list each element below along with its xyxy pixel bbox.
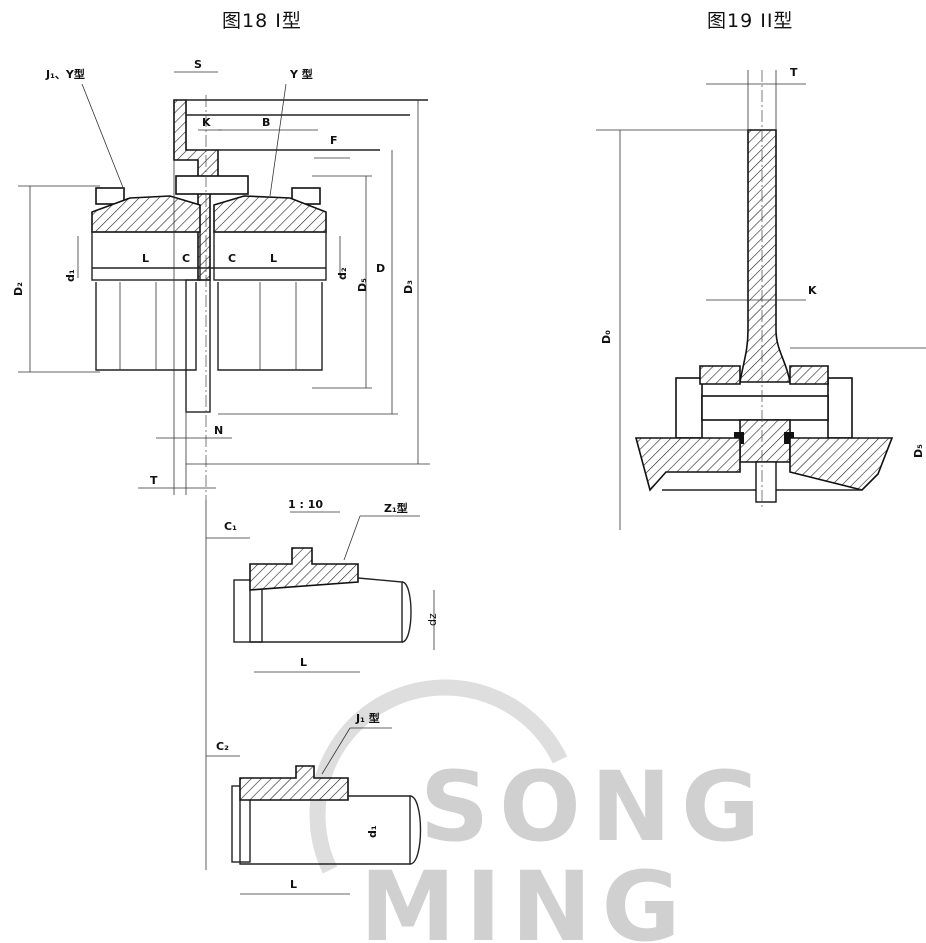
label-dz: d₂ <box>336 267 349 280</box>
label-t: T <box>150 474 158 487</box>
label-ds-fig19: D₅ <box>912 444 925 458</box>
label-c1: C₁ <box>224 520 237 533</box>
label-c-right: C <box>228 252 236 265</box>
figure-18-drawing: J₁、Y型 S Y 型 K B F D₂ d₁ L C C L d₂ D₅ D … <box>12 58 439 895</box>
watermark-ming: MING <box>360 851 690 943</box>
label-c2: C₂ <box>216 740 229 753</box>
label-b: B <box>262 116 270 129</box>
label-c-left: C <box>182 252 190 265</box>
label-d: D <box>376 262 385 275</box>
label-d2: D₂ <box>12 282 25 296</box>
label-l-right: L <box>270 252 277 265</box>
figure-18-title: 图18 I型 <box>222 10 302 32</box>
label-d1: d₁ <box>64 269 77 282</box>
watermark-song: SONG <box>420 751 770 863</box>
label-k-fig19: K <box>808 284 817 297</box>
label-z1-type: Z₁型 <box>384 501 408 515</box>
label-l-z1: L <box>300 656 307 669</box>
label-d1-j1: d₁ <box>366 825 379 838</box>
watermark: SONG MING <box>309 679 770 943</box>
label-k: K <box>202 116 211 129</box>
label-y-type: Y 型 <box>289 67 313 81</box>
label-l-j1: L <box>290 878 297 891</box>
label-s: S <box>194 58 202 71</box>
label-l-left: L <box>142 252 149 265</box>
label-n: N <box>214 424 223 437</box>
label-d0-fig19: D₀ <box>600 330 613 344</box>
label-j1-y-type: J₁、Y型 <box>45 67 85 81</box>
label-t-fig19: T <box>790 66 798 79</box>
label-f: F <box>330 134 338 147</box>
label-dz-z1: dz <box>426 613 439 626</box>
figure-19-title: 图19 II型 <box>707 10 794 32</box>
label-ratio: 1 : 10 <box>288 498 323 511</box>
label-j1-type: J₁ 型 <box>355 711 380 725</box>
figure-19-drawing: T K D₀ D₅ <box>596 66 926 530</box>
label-d3: D₃ <box>402 280 415 294</box>
label-ds: D₅ <box>356 278 369 292</box>
